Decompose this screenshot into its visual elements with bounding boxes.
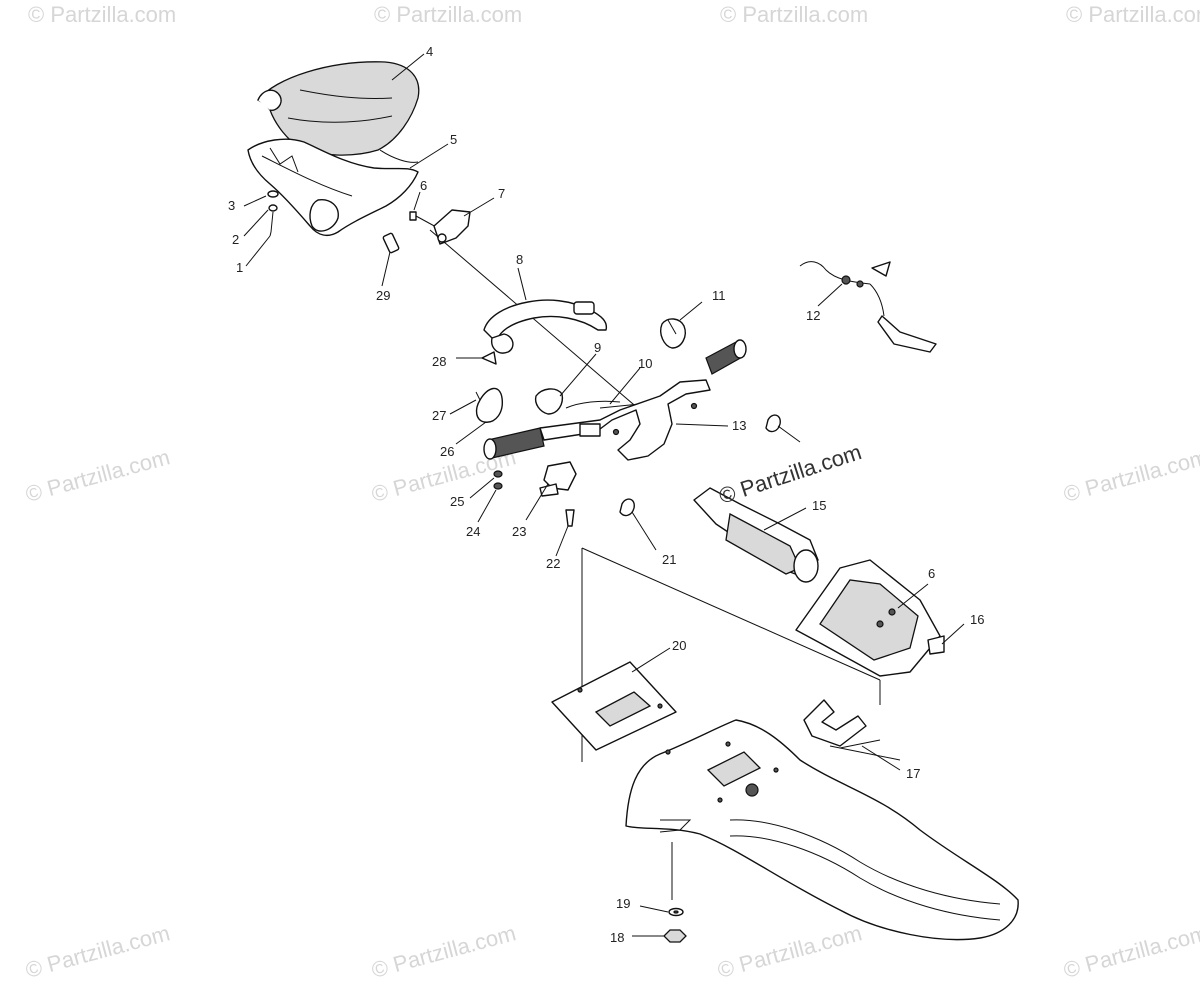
part-6-steering-mount <box>795 559 941 677</box>
part-20-plate <box>551 661 677 751</box>
part-10-cable <box>565 400 621 409</box>
part-16-bracket <box>927 635 945 655</box>
callout-label: 17 <box>906 766 920 781</box>
callout-label: 24 <box>466 524 480 539</box>
part-4-handlebar-cover <box>257 61 420 163</box>
callout-label: 23 <box>512 524 526 539</box>
watermark: © Partzilla.com <box>374 2 522 27</box>
part-22-screw <box>565 509 575 527</box>
callout-labels: 1 2 3 4 5 6 6 7 8 9 10 11 12 13 15 16 17… <box>228 44 984 945</box>
callout-label: 11 <box>712 288 726 303</box>
leader-lines <box>243 53 965 937</box>
callout-label: 4 <box>426 44 433 59</box>
callout-label: 22 <box>546 556 560 571</box>
callout-label: 19 <box>616 896 630 911</box>
part-9-throttle <box>534 388 564 415</box>
callout-label: 3 <box>228 198 235 213</box>
callout-label: 29 <box>376 288 390 303</box>
callout-label: 10 <box>638 356 652 371</box>
callout-label: 7 <box>498 186 505 201</box>
hood-body <box>625 719 1019 941</box>
watermark: © Partzilla.com <box>369 920 519 983</box>
part-11-end-cap <box>660 318 686 349</box>
callout-label: 1 <box>236 260 243 275</box>
callout-label: 26 <box>440 444 454 459</box>
part-29-pin <box>382 232 400 254</box>
watermark: © Partzilla.com <box>720 2 868 27</box>
callout-label: 25 <box>450 494 464 509</box>
callout-label: 9 <box>594 340 601 355</box>
callout-label: 12 <box>806 308 820 323</box>
callout-label: 18 <box>610 930 624 945</box>
center-watermark: © Partzilla.com <box>716 439 865 509</box>
part-17-bracket <box>803 699 901 761</box>
part-19-washer <box>668 907 684 917</box>
callout-label: 6 <box>928 566 935 581</box>
callout-label: 20 <box>672 638 686 653</box>
part-21-clip <box>619 414 781 517</box>
callout-label: 16 <box>970 612 984 627</box>
watermark: © Partzilla.com <box>23 920 173 983</box>
callout-label: 21 <box>662 552 676 567</box>
part-7-bracket <box>433 209 471 245</box>
callout-label: 15 <box>812 498 826 513</box>
part-28-screw <box>481 351 497 365</box>
callout-label: 2 <box>232 232 239 247</box>
right-grip <box>705 339 747 375</box>
part-23-switch <box>539 461 577 497</box>
callout-label: 28 <box>432 354 446 369</box>
parts-1-2-3-hardware <box>267 190 279 237</box>
part-26-switch-housing <box>475 387 503 423</box>
left-grip <box>483 427 545 460</box>
callout-label: 8 <box>516 252 523 267</box>
part-8-riser <box>483 299 608 354</box>
watermark: © Partzilla.com <box>23 444 173 507</box>
part-18-nut <box>663 929 687 943</box>
watermark-layer: © Partzilla.com © Partzilla.com © Partzi… <box>23 2 1200 983</box>
parts-24-25-washers <box>493 470 503 490</box>
watermark: © Partzilla.com <box>1066 2 1200 27</box>
callout-label: 13 <box>732 418 746 433</box>
part-13-handlebar <box>539 379 711 461</box>
part-12-lanyard <box>799 261 937 353</box>
part-5-lower-housing <box>247 138 419 237</box>
part-15-steering-column <box>693 487 819 583</box>
watermark: © Partzilla.com <box>1061 444 1200 507</box>
watermark: © Partzilla.com <box>715 920 865 983</box>
callout-label: 5 <box>450 132 457 147</box>
callout-label: 6 <box>420 178 427 193</box>
callout-label: 27 <box>432 408 446 423</box>
watermark: © Partzilla.com <box>1061 920 1200 983</box>
watermark: © Partzilla.com <box>28 2 176 27</box>
